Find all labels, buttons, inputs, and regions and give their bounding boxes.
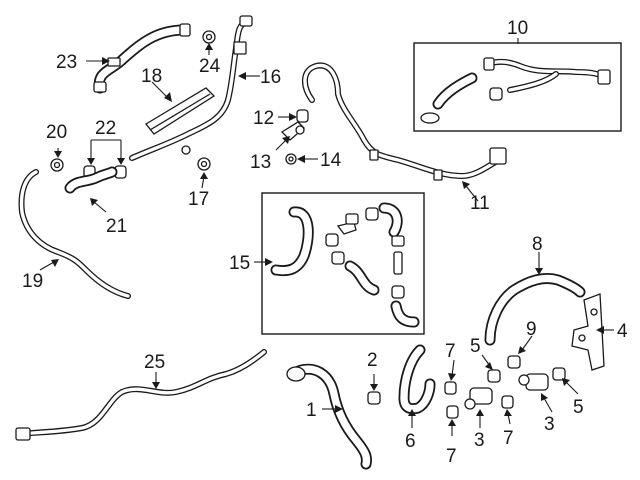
callout-11: 11 [470, 193, 490, 214]
callout-22: 22 [95, 118, 116, 139]
part-25-tube [15, 349, 267, 441]
callout-20: 20 [46, 122, 67, 143]
part-4-bracket [571, 293, 605, 371]
part-18-shield [145, 87, 216, 135]
part-7-fitting-b [446, 405, 459, 419]
callout-1: 1 [306, 400, 317, 421]
callout-4: 4 [617, 321, 628, 342]
callout-12: 12 [253, 108, 274, 129]
callout-18: 18 [141, 66, 162, 87]
callout-5a: 5 [470, 336, 481, 357]
part-6-hose [398, 344, 436, 415]
callout-13: 13 [250, 152, 271, 173]
callout-7c: 7 [503, 428, 514, 449]
callout-10: 10 [507, 18, 528, 39]
callout-2: 2 [367, 350, 378, 371]
callout-23: 23 [56, 52, 77, 73]
callout-3b: 3 [544, 414, 555, 435]
part-15-kit-box [261, 192, 425, 335]
part-23-hose [93, 23, 191, 94]
callout-3a: 3 [474, 430, 485, 451]
part-7-fitting-c [501, 395, 514, 409]
part-7-fitting-a [444, 381, 457, 395]
callout-16: 16 [260, 67, 281, 88]
part-10-assembly-box [413, 42, 622, 132]
part-1-hose [286, 363, 372, 470]
callout-6: 6 [405, 431, 416, 452]
callout-labels: 23 24 16 18 12 13 14 17 20 22 21 19 10 1… [22, 18, 628, 467]
callout-8: 8 [532, 234, 543, 255]
callout-25: 25 [144, 352, 165, 373]
callout-14: 14 [320, 150, 342, 171]
part-16-pipe [129, 15, 253, 161]
callout-7a: 7 [445, 341, 456, 362]
part-24-washer [202, 30, 216, 44]
part-3-valve-a [464, 387, 493, 410]
part-13-valve [280, 121, 305, 141]
leaders [39, 38, 614, 436]
callout-7b: 7 [446, 446, 457, 467]
part-5-fitting-b [552, 367, 566, 381]
part-12-cap [296, 109, 309, 123]
callout-21: 21 [106, 216, 127, 237]
part-14-washer [285, 153, 297, 165]
part-5-fitting-a [487, 369, 501, 383]
callout-19: 19 [22, 271, 43, 292]
part-11-hose [302, 62, 507, 181]
part-3-valve-b [518, 373, 549, 391]
part-17-washer [197, 157, 211, 171]
callout-9: 9 [526, 319, 537, 340]
part-9-cap [507, 355, 521, 369]
part-21-hose [64, 166, 118, 194]
callout-24: 24 [199, 56, 221, 77]
part-2-cap [367, 391, 381, 405]
part-8-hose [484, 272, 586, 346]
part-20-washer [50, 158, 64, 172]
callout-15: 15 [229, 253, 250, 274]
part-19-pipe [18, 169, 131, 299]
callout-17: 17 [188, 189, 209, 210]
callout-5b: 5 [573, 397, 584, 418]
